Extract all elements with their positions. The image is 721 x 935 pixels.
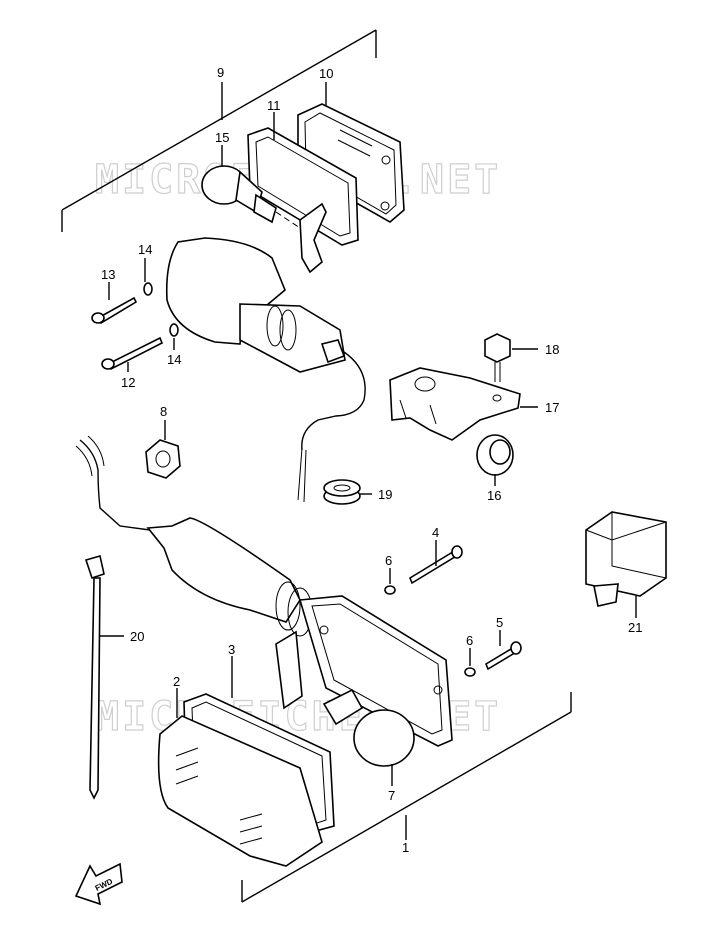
screw-part-4 — [409, 545, 463, 585]
bulb-part-7 — [322, 688, 415, 767]
callout-21: 21 — [628, 620, 642, 635]
washer-part-6-top — [384, 585, 396, 595]
housing-bracket-bottom — [275, 630, 303, 710]
turn-signal-housing-bottom — [146, 517, 453, 747]
washer-part-14-top — [143, 282, 153, 296]
fwd-arrow-icon: FWD — [74, 862, 123, 906]
callout-12: 12 — [121, 375, 135, 390]
callout-14-top: 14 — [138, 242, 152, 257]
screw-part-5 — [485, 641, 522, 671]
callout-6-top: 6 — [385, 553, 392, 568]
callout-7: 7 — [388, 788, 395, 803]
callout-3: 3 — [228, 642, 235, 657]
callout-10: 10 — [319, 66, 333, 81]
nut-part-8 — [145, 439, 181, 479]
grommet-part-19 — [323, 479, 361, 505]
washer-part-14-bottom — [169, 323, 179, 337]
nut-part-16 — [476, 434, 514, 476]
washer-part-6-bottom — [464, 667, 476, 677]
bolt-part-18 — [484, 333, 511, 382]
callout-8: 8 — [160, 404, 167, 419]
callout-15: 15 — [215, 130, 229, 145]
housing-bracket — [299, 202, 327, 274]
leader-lines — [100, 82, 637, 840]
cable-tie-part-20 — [84, 554, 105, 800]
callout-13: 13 — [101, 267, 115, 282]
bracket-part-17 — [389, 367, 521, 441]
callout-19: 19 — [378, 487, 392, 502]
lower-wire — [79, 439, 151, 531]
bottom-assembly-bracket — [241, 692, 572, 903]
callout-17: 17 — [545, 400, 559, 415]
screw-part-13 — [91, 296, 138, 325]
lens-part-2 — [157, 715, 323, 867]
callout-11: 11 — [267, 98, 281, 113]
callout-20: 20 — [130, 629, 144, 644]
callout-18: 18 — [545, 342, 559, 357]
bulb-part-15 — [201, 165, 301, 229]
callout-9: 9 — [217, 65, 224, 80]
callout-numbers: 9 10 11 15 14 13 14 12 8 18 17 16 19 4 6… — [101, 65, 642, 855]
relay-part-21 — [585, 511, 667, 607]
callout-14-bottom: 14 — [167, 352, 181, 367]
turn-signal-housing-top — [165, 237, 366, 503]
lens-part-10 — [297, 103, 405, 223]
callout-1: 1 — [402, 840, 409, 855]
callout-5: 5 — [496, 615, 503, 630]
screw-part-12 — [101, 336, 164, 371]
callout-2: 2 — [173, 674, 180, 689]
callout-4: 4 — [432, 525, 439, 540]
callout-16: 16 — [487, 488, 501, 503]
top-assembly-bracket — [61, 29, 377, 232]
callout-6-bottom: 6 — [466, 633, 473, 648]
